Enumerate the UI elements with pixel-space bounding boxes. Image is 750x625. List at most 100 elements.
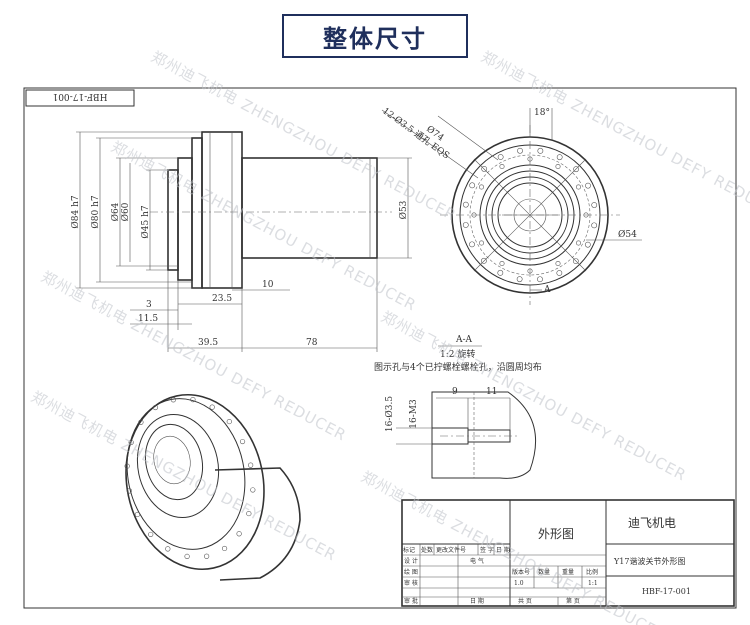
bolt-hole bbox=[584, 241, 591, 248]
bolt-hole bbox=[556, 270, 563, 276]
bolt-hole bbox=[209, 404, 215, 410]
bolt-hole bbox=[204, 553, 210, 559]
svg-text:设 计: 设 计 bbox=[404, 557, 418, 565]
bolt-hole bbox=[527, 156, 533, 162]
bolt-hole bbox=[138, 419, 144, 425]
bolt-hole bbox=[462, 222, 469, 228]
title-block: 迪飞机电 外形图 Y17谐波关节外形图 HBF-17-001 标记 处数 更改文… bbox=[401, 499, 735, 607]
bolt-hole bbox=[248, 462, 254, 468]
isometric-holes bbox=[124, 396, 256, 560]
svg-text:审 核: 审 核 bbox=[404, 579, 418, 587]
svg-text:1:1: 1:1 bbox=[588, 580, 598, 587]
bolt-hole bbox=[555, 260, 561, 266]
bolt-hole bbox=[585, 182, 591, 189]
drawing-frame bbox=[23, 87, 737, 609]
bolt-hole bbox=[462, 201, 469, 208]
bolt-hole bbox=[517, 147, 523, 154]
dim-hole-left: 16-Ø3.5 bbox=[384, 396, 395, 432]
svg-text:日 期: 日 期 bbox=[470, 597, 484, 605]
bolt-hole bbox=[481, 166, 488, 172]
svg-text:电 气: 电 气 bbox=[470, 557, 484, 565]
svg-text:处数: 处数 bbox=[421, 546, 433, 554]
svg-text:更改文件号: 更改文件号 bbox=[436, 546, 466, 554]
part-title: Y17谐波关节外形图 bbox=[613, 556, 685, 566]
bolt-hole bbox=[527, 268, 533, 274]
dim-d60: Ø60 bbox=[120, 202, 131, 221]
bolt-hole bbox=[469, 182, 476, 189]
svg-text:版本号: 版本号 bbox=[512, 568, 530, 576]
bolt-hole bbox=[555, 164, 561, 170]
dim-l3: 3 bbox=[146, 300, 152, 310]
page-title: 整体尺寸 bbox=[282, 14, 468, 58]
isometric-view bbox=[125, 393, 301, 581]
bolt-hole bbox=[591, 202, 598, 208]
svg-text:第 页: 第 页 bbox=[566, 597, 580, 605]
bolt-hole bbox=[471, 212, 477, 218]
bolt-hole bbox=[184, 553, 190, 560]
dim-angle: 18° bbox=[534, 108, 550, 118]
bolt-hole bbox=[236, 531, 242, 537]
bolt-hole bbox=[497, 154, 504, 160]
bolt-hole bbox=[226, 418, 232, 425]
svg-text:标记: 标记 bbox=[403, 546, 415, 554]
bolt-hole bbox=[134, 511, 141, 518]
bolt-hole bbox=[165, 546, 171, 552]
bolt-hole bbox=[573, 166, 579, 173]
bolt-hole bbox=[556, 154, 563, 161]
mirror-drawing-number: HBF-17-001 bbox=[52, 91, 107, 101]
svg-text:签 字: 签 字 bbox=[480, 546, 494, 554]
section-notes: A-A 1:2 旋转 图示孔与4个已拧螺栓螺栓孔，沿圆周均布 bbox=[374, 335, 542, 373]
dim-l78: 78 bbox=[306, 338, 318, 348]
bolt-hole bbox=[479, 184, 485, 190]
bolt-hole bbox=[572, 258, 579, 264]
dim-l39-5: 39.5 bbox=[198, 338, 218, 348]
bolt-hole bbox=[126, 488, 132, 494]
side-view bbox=[150, 131, 392, 289]
bolt-hole bbox=[583, 212, 589, 218]
bolt-hole bbox=[499, 164, 505, 170]
length-dimensions: 3 11.5 23.5 10 39.5 78 bbox=[130, 258, 378, 352]
section-detail: 9 11 16-Ø3.5 16-M3 bbox=[384, 387, 537, 479]
bolt-hole bbox=[591, 222, 598, 229]
bolt-hole bbox=[469, 241, 475, 248]
diameter-dimensions: Ø84 h7 Ø80 h7 Ø64 Ø60 Ø45 h7 Ø53 bbox=[70, 131, 412, 289]
section-note: 图示孔与4个已拧螺栓螺栓孔，沿圆周均布 bbox=[374, 361, 542, 373]
svg-text:1.0: 1.0 bbox=[514, 580, 524, 587]
bolt-hole bbox=[575, 240, 581, 246]
svg-text:数量: 数量 bbox=[538, 568, 550, 576]
dim-d84: Ø84 h7 bbox=[70, 195, 81, 228]
svg-text:郑州迪飞机电 ZHENGZHOU DEFY REDUCER: 郑州迪飞机电 ZHENGZHOU DEFY REDUCER bbox=[478, 48, 750, 225]
company-name: 迪飞机电 bbox=[628, 516, 676, 530]
bolt-hole bbox=[221, 545, 228, 552]
svg-text:审 批: 审 批 bbox=[404, 597, 418, 605]
dim-d53: Ø53 bbox=[398, 200, 409, 219]
bolt-hole bbox=[497, 269, 504, 276]
outer-bolt-holes bbox=[462, 147, 598, 283]
dim-l11-5: 11.5 bbox=[138, 314, 158, 324]
dim-d45: Ø45 h7 bbox=[140, 205, 151, 238]
svg-text:重量: 重量 bbox=[562, 568, 574, 576]
dim-l10: 10 bbox=[262, 280, 274, 290]
bolt-hole bbox=[148, 531, 154, 538]
dim-l9: 9 bbox=[452, 387, 458, 397]
svg-text:日 期: 日 期 bbox=[496, 546, 510, 554]
bolt-hole bbox=[479, 240, 485, 246]
watermarks: 郑州迪飞机电 ZHENGZHOU DEFY REDUCER 郑州迪飞机电 ZHE… bbox=[28, 48, 750, 625]
dim-hole-m3: 16-M3 bbox=[409, 399, 419, 429]
bolt-hole bbox=[575, 184, 581, 190]
front-view bbox=[440, 125, 620, 305]
inner-bolt-holes bbox=[471, 156, 589, 274]
svg-text:共 页: 共 页 bbox=[518, 597, 532, 605]
bolt-hole bbox=[170, 397, 176, 403]
bolt-hole bbox=[516, 276, 523, 283]
drawing-name: 外形图 bbox=[538, 527, 574, 541]
mirror-number-box bbox=[25, 89, 135, 107]
bolt-hole bbox=[250, 487, 256, 493]
bolt-hole bbox=[128, 439, 134, 446]
bolt-hole bbox=[239, 438, 246, 445]
dim-d64: Ø64 bbox=[110, 202, 121, 221]
bolt-hole bbox=[499, 260, 505, 266]
dim-d80: Ø80 h7 bbox=[90, 195, 101, 228]
svg-text:比例: 比例 bbox=[586, 568, 598, 576]
